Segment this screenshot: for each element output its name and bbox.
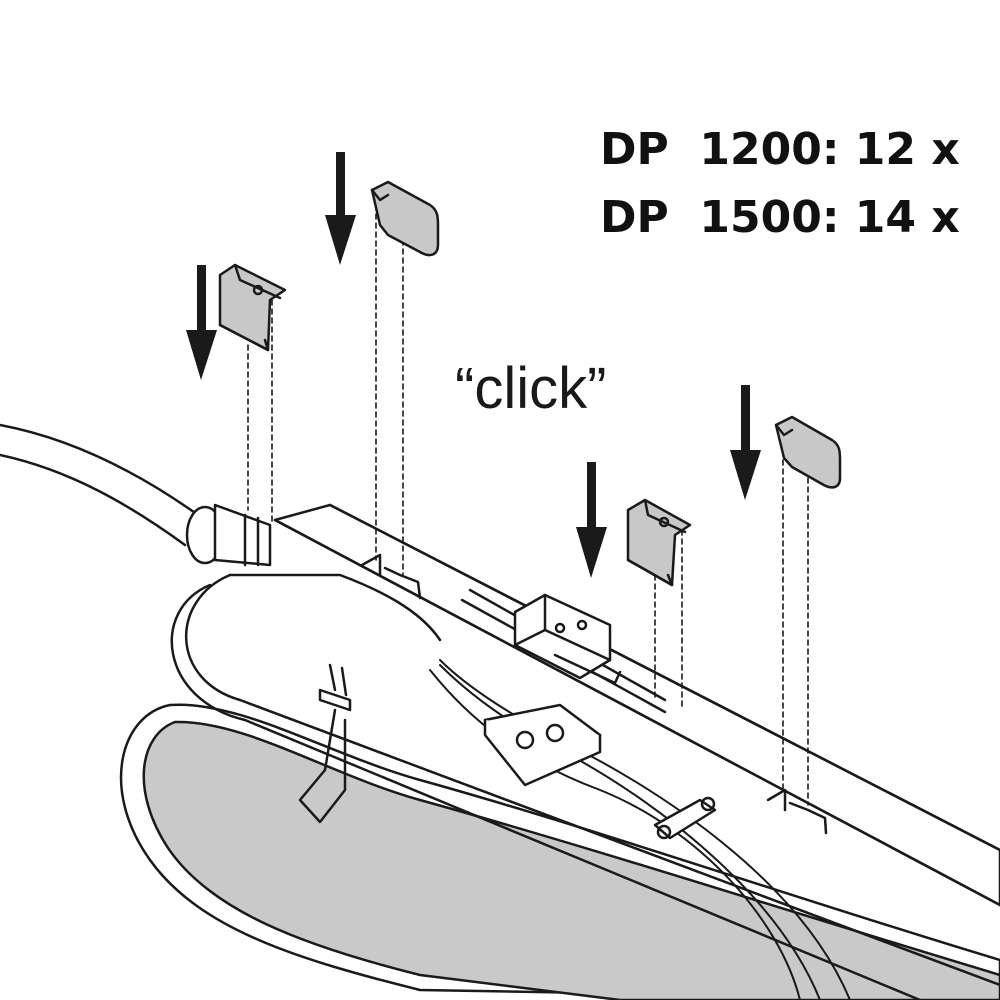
wire-clip — [653, 796, 717, 840]
down-arrow-icon — [576, 462, 607, 578]
gear-tray — [170, 573, 1000, 1000]
mounting-clip-icon — [774, 415, 842, 489]
guide-lines — [247, 204, 809, 806]
clip-slot-2 — [766, 788, 828, 835]
power-cable — [0, 423, 272, 567]
terminal-block — [483, 703, 602, 787]
mounting-clip-icon — [218, 263, 287, 352]
down-arrow-icon — [186, 265, 217, 380]
mounting-clip-icon — [370, 180, 440, 257]
quantity-line-dp1200: DP 1200: 12 x — [600, 124, 960, 175]
down-arrow-icon — [325, 152, 356, 265]
mounting-bracket-icon — [513, 593, 622, 685]
quantity-line-dp1500: DP 1500: 14 x — [600, 192, 960, 243]
click-label: “click” — [455, 356, 607, 421]
connector-icon — [298, 663, 352, 824]
clip-slot-1 — [360, 553, 422, 600]
fixture-diffuser — [119, 703, 1000, 1000]
down-arrow-icon — [730, 385, 761, 500]
internal-wires — [429, 659, 851, 1000]
mounting-clip-icon — [626, 498, 692, 587]
